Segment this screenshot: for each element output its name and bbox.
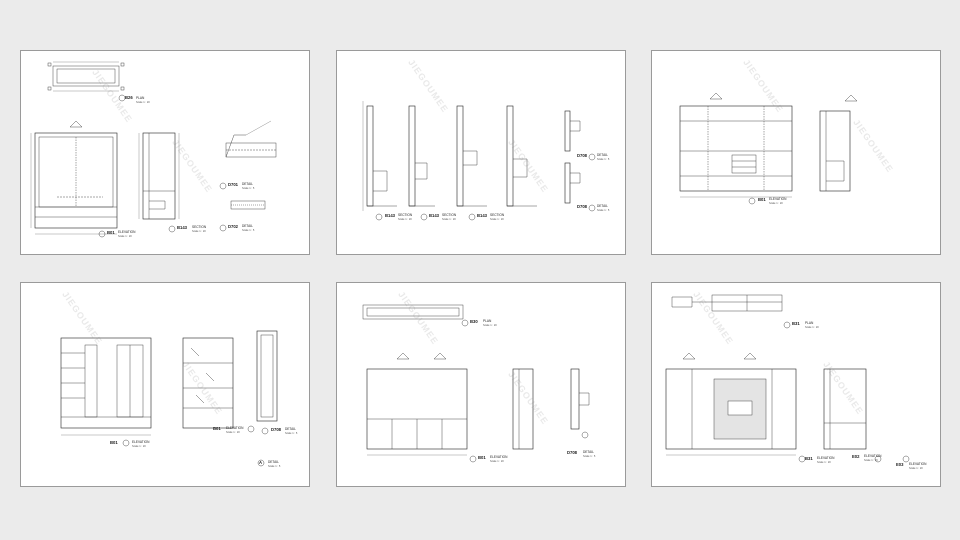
- drawing-scale: Scale 1 : 20: [483, 324, 497, 327]
- drawing-title: ELEVATION: [909, 462, 927, 466]
- drawing-scale: Scale 1 : 20: [805, 326, 819, 329]
- drawing-scale: Scale 1 : 20: [864, 459, 878, 462]
- drawing-sheet-4[interactable]: B01 ELEVATION Scale 1 : 20 B01 ELEVATION…: [20, 282, 310, 487]
- drawing-code: B143: [177, 225, 188, 230]
- drawing-sheet-3[interactable]: B01 ELEVATION Scale 1 : 20 JIEGOUMEE JIE…: [651, 50, 941, 255]
- drawing-title: DETAIL: [597, 204, 608, 208]
- drawing-title: PLAN: [483, 319, 492, 323]
- drawing-scale: Scale 1 : 20: [442, 218, 456, 221]
- drawing-title: SECTION: [442, 213, 457, 217]
- drawing-title: DETAIL: [242, 182, 253, 186]
- drawing-scale: Scale 1 : 20: [398, 218, 412, 221]
- drawing-code: B31: [805, 456, 813, 461]
- drawing-scale: Scale 1 : 20: [132, 445, 146, 448]
- drawing-title: ELEVATION: [132, 440, 150, 444]
- drawing-code: B01: [110, 440, 118, 445]
- drawing-code: E03: [896, 462, 904, 467]
- drawing-scale: Scale 1 : 20: [490, 218, 504, 221]
- drawing-code: D708: [577, 153, 588, 158]
- drawing-scale: Scale 1 : 20: [490, 460, 504, 463]
- drawing-code: D702: [228, 224, 239, 229]
- drawing-title: PLAN: [805, 321, 814, 325]
- drawing-code: B143: [385, 213, 396, 218]
- drawing-scale: Scale 1 : 20: [817, 461, 831, 464]
- drawing-sheet-6[interactable]: B31 PLAN Scale 1 : 20 B31 ELEVATION Scal…: [651, 282, 941, 487]
- drawing-scale: Scale 1 : 5: [597, 209, 610, 212]
- sheet-4-linework: [60, 330, 278, 467]
- drawing-title: DETAIL: [268, 460, 279, 464]
- drawing-sheet-2[interactable]: B143 SECTION Scale 1 : 20 B143 SECTION S…: [336, 50, 626, 255]
- drawing-title: DETAIL: [583, 450, 594, 454]
- drawing-title: DETAIL: [285, 427, 296, 431]
- drawing-sheet-1[interactable]: B26 PLAN Scale 1 : 20 B01 ELEVATION Scal…: [20, 50, 310, 255]
- sheet-5-linework: [362, 304, 590, 463]
- drawing-code: D708: [271, 427, 282, 432]
- drawing-code: D708: [567, 450, 578, 455]
- drawing-code: B31: [792, 321, 800, 326]
- drawing-code: B01: [758, 197, 766, 202]
- drawing-title: ELEVATION: [226, 426, 244, 430]
- sheet-6-linework: [665, 294, 910, 463]
- drawing-title: ELEVATION: [490, 455, 508, 459]
- drawing-code: B143: [429, 213, 440, 218]
- drawing-scale: Scale 1 : 5: [597, 158, 610, 161]
- drawing-title: PLAN: [136, 96, 145, 100]
- drawing-title: ELEVATION: [817, 456, 835, 460]
- drawing-title: ELEVATION: [769, 197, 787, 201]
- drawing-title: ELEVATION: [118, 230, 136, 234]
- drawing-title: SECTION: [398, 213, 413, 217]
- drawing-code: A: [259, 460, 263, 465]
- drawing-title: SECTION: [490, 213, 505, 217]
- sheet-3-linework: [679, 92, 858, 205]
- drawing-code: B143: [477, 213, 488, 218]
- drawing-title: ELEVATION: [864, 454, 882, 458]
- drawing-code: E02: [852, 454, 860, 459]
- drawing-code: B01: [213, 426, 221, 431]
- sheet-1-linework: [30, 61, 277, 238]
- drawing-scale: Scale 1 : 5: [285, 432, 298, 435]
- drawing-scale: Scale 1 : 5: [583, 455, 596, 458]
- drawing-scale: Scale 1 : 5: [268, 465, 281, 468]
- drawing-code: B30: [470, 319, 478, 324]
- drawing-scale: Scale 1 : 5: [242, 187, 255, 190]
- drawing-code: B01: [107, 230, 115, 235]
- drawing-title: SECTION: [192, 225, 207, 229]
- drawing-scale: Scale 1 : 20: [769, 202, 783, 205]
- drawing-code: B01: [478, 455, 486, 460]
- drawing-code: D708: [577, 204, 588, 209]
- drawing-scale: Scale 1 : 20: [226, 431, 240, 434]
- drawing-scale: Scale 1 : 20: [192, 230, 206, 233]
- drawing-scale: Scale 1 : 20: [118, 235, 132, 238]
- drawing-scale: Scale 1 : 5: [242, 229, 255, 232]
- drawing-title: DETAIL: [597, 153, 608, 157]
- drawing-scale: Scale 1 : 20: [136, 101, 150, 104]
- drawing-code: B26: [125, 95, 133, 100]
- sheet-2-linework: [362, 101, 596, 221]
- drawing-title: DETAIL: [242, 224, 253, 228]
- drawing-code: D701: [228, 182, 239, 187]
- drawing-scale: Scale 1 : 20: [909, 467, 923, 470]
- drawing-sheet-5[interactable]: B30 PLAN Scale 1 : 20 B01 ELEVATION Scal…: [336, 282, 626, 487]
